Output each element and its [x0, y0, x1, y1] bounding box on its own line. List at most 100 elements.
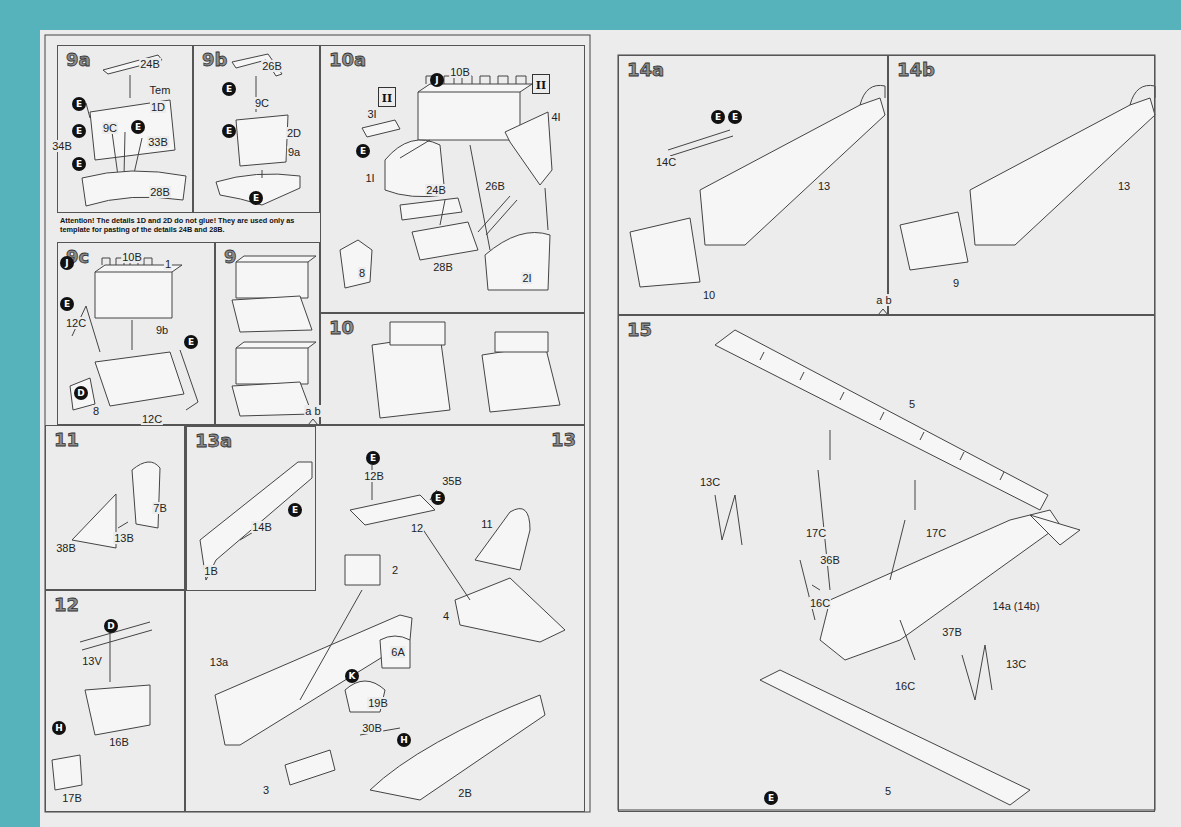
paint-callout: E [222, 124, 236, 138]
paint-callout: E [222, 82, 236, 96]
paint-letter: E [253, 194, 259, 203]
line-art [45, 35, 1155, 812]
part-number: 30B [361, 722, 383, 734]
line-art [85, 685, 150, 735]
part-number: 26B [261, 60, 283, 72]
line-art [800, 430, 915, 660]
step-panel: 9cJEDE [57, 242, 215, 425]
line-art [345, 555, 380, 585]
paint-letter: E [370, 454, 376, 463]
line-art [350, 495, 435, 525]
line-art [760, 670, 1030, 805]
line-art [215, 615, 412, 745]
paint-callout: E [72, 157, 86, 171]
line-art [72, 494, 116, 548]
part-number: 8 [92, 405, 100, 417]
part-number: 1D [150, 101, 166, 113]
paint-letter: E [135, 123, 141, 132]
marker-text: II [382, 92, 392, 105]
paper-sheet [40, 30, 1181, 827]
paint-callout: E [72, 97, 86, 111]
line-art [52, 755, 82, 790]
part-number: 16C [809, 597, 831, 609]
step-number: 15 [627, 319, 652, 340]
step-panel: 14b [888, 55, 1155, 315]
line-art [400, 140, 548, 250]
part-number: a b [875, 294, 892, 306]
line-art [216, 174, 300, 205]
line-art [256, 76, 262, 178]
line-art [110, 632, 111, 682]
marker-text: II [536, 79, 546, 92]
step-number: 14a [627, 59, 664, 80]
part-number: 13B [113, 532, 135, 544]
paint-callout: H [397, 733, 411, 747]
line-art [380, 636, 410, 668]
line-art [86, 75, 130, 118]
part-number: 26B [484, 180, 506, 192]
line-art [900, 212, 968, 270]
line-art [630, 218, 700, 287]
line-art [236, 115, 288, 166]
part-number: 33B [147, 136, 169, 148]
part-number: a b [304, 405, 321, 417]
line-art [475, 509, 530, 570]
part-number: 16C [894, 680, 916, 692]
part-number: 2D [286, 127, 302, 139]
step-panel: 1313aEEEKH [185, 425, 585, 812]
part-number: 10 [702, 289, 716, 301]
line-art [370, 695, 545, 800]
paint-letter: E [188, 338, 194, 347]
paint-letter: E [226, 85, 232, 94]
step-number: 14b [897, 59, 935, 80]
line-art [95, 352, 184, 406]
part-number: 9 [952, 277, 960, 289]
paint-callout: E [131, 120, 145, 134]
part-number: Tem [149, 84, 172, 96]
paint-letter: D [77, 389, 84, 398]
paint-letter: J [65, 259, 68, 268]
step-number: 9 [224, 246, 237, 267]
line-art [118, 522, 128, 528]
line-art [668, 130, 733, 156]
line-art [618, 55, 1155, 810]
paint-callout: K [345, 669, 359, 683]
part-number: 8 [358, 267, 366, 279]
line-art [715, 495, 992, 700]
part-number: 1 [164, 258, 172, 270]
paint-callout: E [431, 491, 445, 505]
paint-callout: E [711, 110, 725, 124]
part-number: 9C [102, 122, 118, 134]
paint-letter: H [400, 736, 408, 745]
part-number: 5 [908, 398, 916, 410]
paint-letter: E [768, 794, 774, 803]
line-art [200, 462, 312, 580]
step-number: 13a [195, 430, 232, 451]
line-art [232, 296, 312, 332]
step-number: 9b [202, 49, 227, 70]
part-number: 13V [81, 655, 103, 667]
part-number: 13a [209, 656, 229, 668]
part-number: 19B [367, 697, 389, 709]
part-number: 10B [449, 66, 471, 78]
paint-letter: E [226, 127, 232, 136]
paint-callout: H [52, 721, 66, 735]
step-number: 10a [329, 49, 366, 70]
part-number: 10B [121, 251, 143, 263]
part-number: 14B [251, 521, 273, 533]
part-number: 13C [699, 476, 721, 488]
part-number: 9b [155, 324, 169, 336]
line-art [390, 322, 445, 345]
boxed-marker: II [532, 74, 550, 94]
line-art [300, 525, 470, 700]
line-art [285, 750, 335, 785]
line-art [132, 320, 133, 350]
part-number: 2B [457, 787, 472, 799]
part-number: 28B [149, 186, 171, 198]
part-number: 12 [410, 522, 424, 534]
part-number: 35B [441, 475, 463, 487]
paint-callout: E [249, 191, 263, 205]
line-art [1030, 515, 1080, 545]
paint-callout: E [60, 297, 74, 311]
